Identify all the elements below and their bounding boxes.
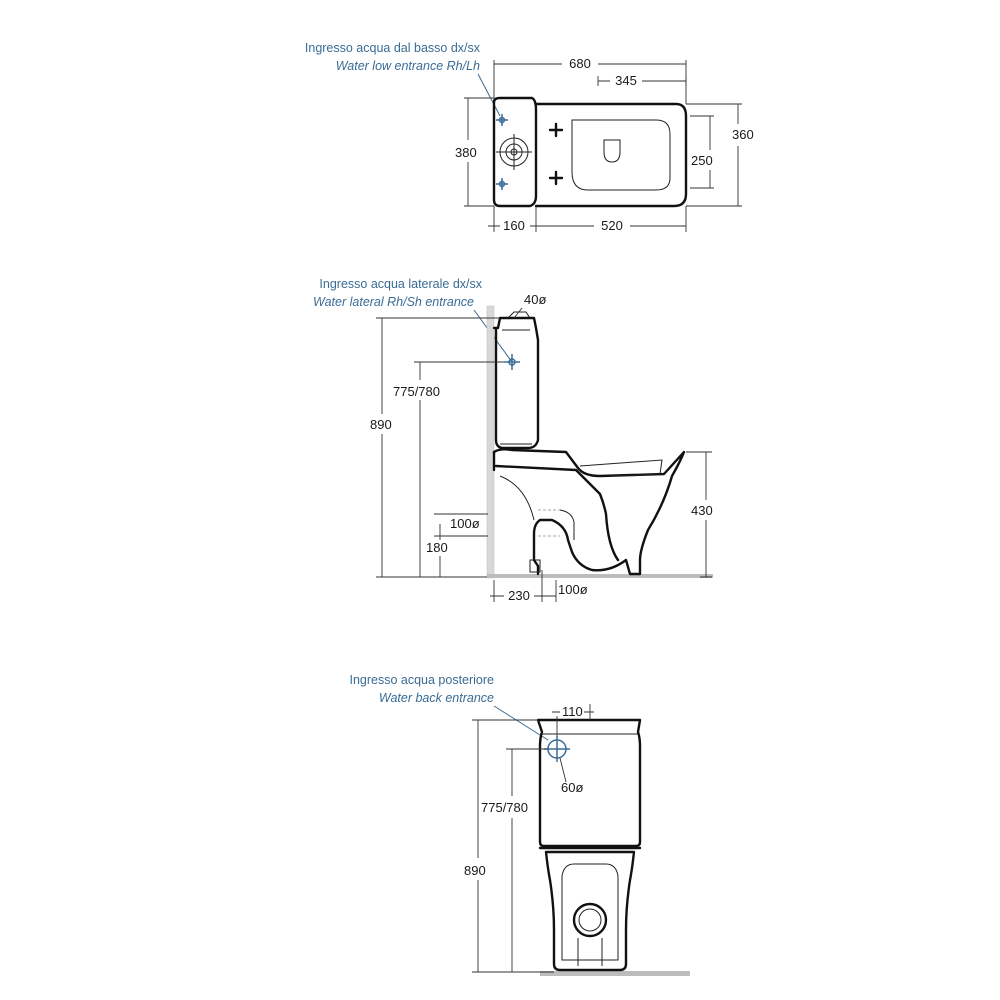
front-note-italian: Ingresso acqua posteriore <box>349 673 494 687</box>
dim-flush-button: 40ø <box>524 292 546 307</box>
dim-tank-width: 160 <box>503 218 525 233</box>
top-view: Ingresso acqua dal basso dx/sx Water low… <box>305 41 754 233</box>
front-view: Ingresso acqua posteriore Water back ent… <box>349 673 690 976</box>
dim-inlet-diameter: 60ø <box>561 780 583 795</box>
dim-floor-outlet-distance: 230 <box>508 588 530 603</box>
dim-inlet-height-side: 775/780 <box>393 384 440 399</box>
dim-seat-offset: 345 <box>615 73 637 88</box>
front-note-english: Water back entrance <box>379 691 494 705</box>
top-bowl-outline <box>534 102 688 208</box>
side-floor-outlet <box>529 559 541 573</box>
top-tank-outline <box>492 96 538 208</box>
dim-depth-right: 360 <box>732 127 754 142</box>
top-water-inlets <box>496 114 508 190</box>
top-note-english: Water low entrance Rh/Lh <box>336 59 480 73</box>
dim-bowl-height: 430 <box>691 503 713 518</box>
side-note-english: Water lateral Rh/Sh entrance <box>313 295 474 309</box>
side-note-italian: Ingresso acqua laterale dx/sx <box>319 277 482 291</box>
side-floor <box>487 574 713 578</box>
front-tank-outline <box>536 718 642 848</box>
top-fixing-points <box>548 122 564 186</box>
top-drain-outline <box>603 139 621 163</box>
dim-length: 680 <box>569 56 591 71</box>
dim-total-height-front: 890 <box>464 863 486 878</box>
front-pedestal-outline <box>544 850 636 972</box>
dim-bowl-length: 520 <box>601 218 623 233</box>
dim-outlet-diameter: 100ø <box>450 516 480 531</box>
top-seat-outline <box>571 119 671 191</box>
dim-total-height-side: 890 <box>370 417 392 432</box>
front-outlet-ring <box>572 902 608 938</box>
side-flush-button <box>507 311 531 319</box>
dim-floor-outlet-diameter: 100ø <box>558 582 588 597</box>
side-wall <box>486 305 495 579</box>
side-view: Ingresso acqua laterale dx/sx Water late… <box>313 277 713 603</box>
side-bowl-rim <box>579 459 663 477</box>
dim-depth-left: 380 <box>455 145 477 160</box>
front-note-leader <box>493 705 549 741</box>
top-note-italian: Ingresso acqua dal basso dx/sx <box>305 41 481 55</box>
dim-inlet-height-front: 775/780 <box>481 800 528 815</box>
side-bowl-outline <box>492 448 686 576</box>
top-note-leader <box>477 73 501 117</box>
front-floor <box>540 971 690 976</box>
dim-outlet-height: 180 <box>426 540 448 555</box>
side-tank-outline <box>492 316 540 450</box>
side-water-inlet <box>504 354 520 370</box>
front-pedestal-recess <box>561 863 619 961</box>
side-lateral-outlet <box>538 509 560 537</box>
dim-inlet-offset: 110 <box>562 704 583 719</box>
dim-fixing-spacing: 250 <box>691 153 713 168</box>
